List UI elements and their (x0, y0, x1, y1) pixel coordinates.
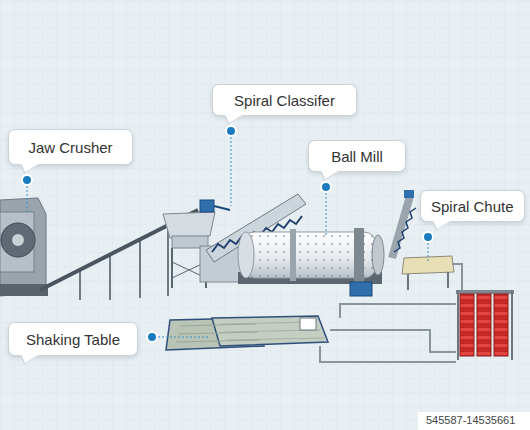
callout-text: Spiral Classifer (234, 92, 335, 109)
callout-box: Spiral Chute (420, 190, 525, 222)
callout-text: Ball Mill (331, 148, 383, 165)
callout-box: Spiral Classifer (212, 84, 357, 116)
callout-text: Jaw Crusher (28, 139, 112, 156)
discharge-spiral (392, 190, 416, 258)
watermark: 545587-14535661 (422, 413, 519, 427)
pipes (320, 264, 462, 362)
jaw-crusher (0, 198, 48, 296)
shaking-table (166, 316, 328, 350)
callout-box: Shaking Table (8, 322, 138, 356)
leader-lines (27, 137, 428, 337)
ball-mill (238, 228, 384, 296)
trough (402, 256, 454, 290)
callout-text: Shaking Table (26, 331, 120, 348)
spiral-chute (456, 290, 514, 360)
watermark-strip (418, 412, 530, 430)
callout-text: Spiral Chute (431, 198, 514, 215)
callout-box: Ball Mill (308, 140, 406, 172)
callout-box: Jaw Crusher (8, 129, 133, 165)
